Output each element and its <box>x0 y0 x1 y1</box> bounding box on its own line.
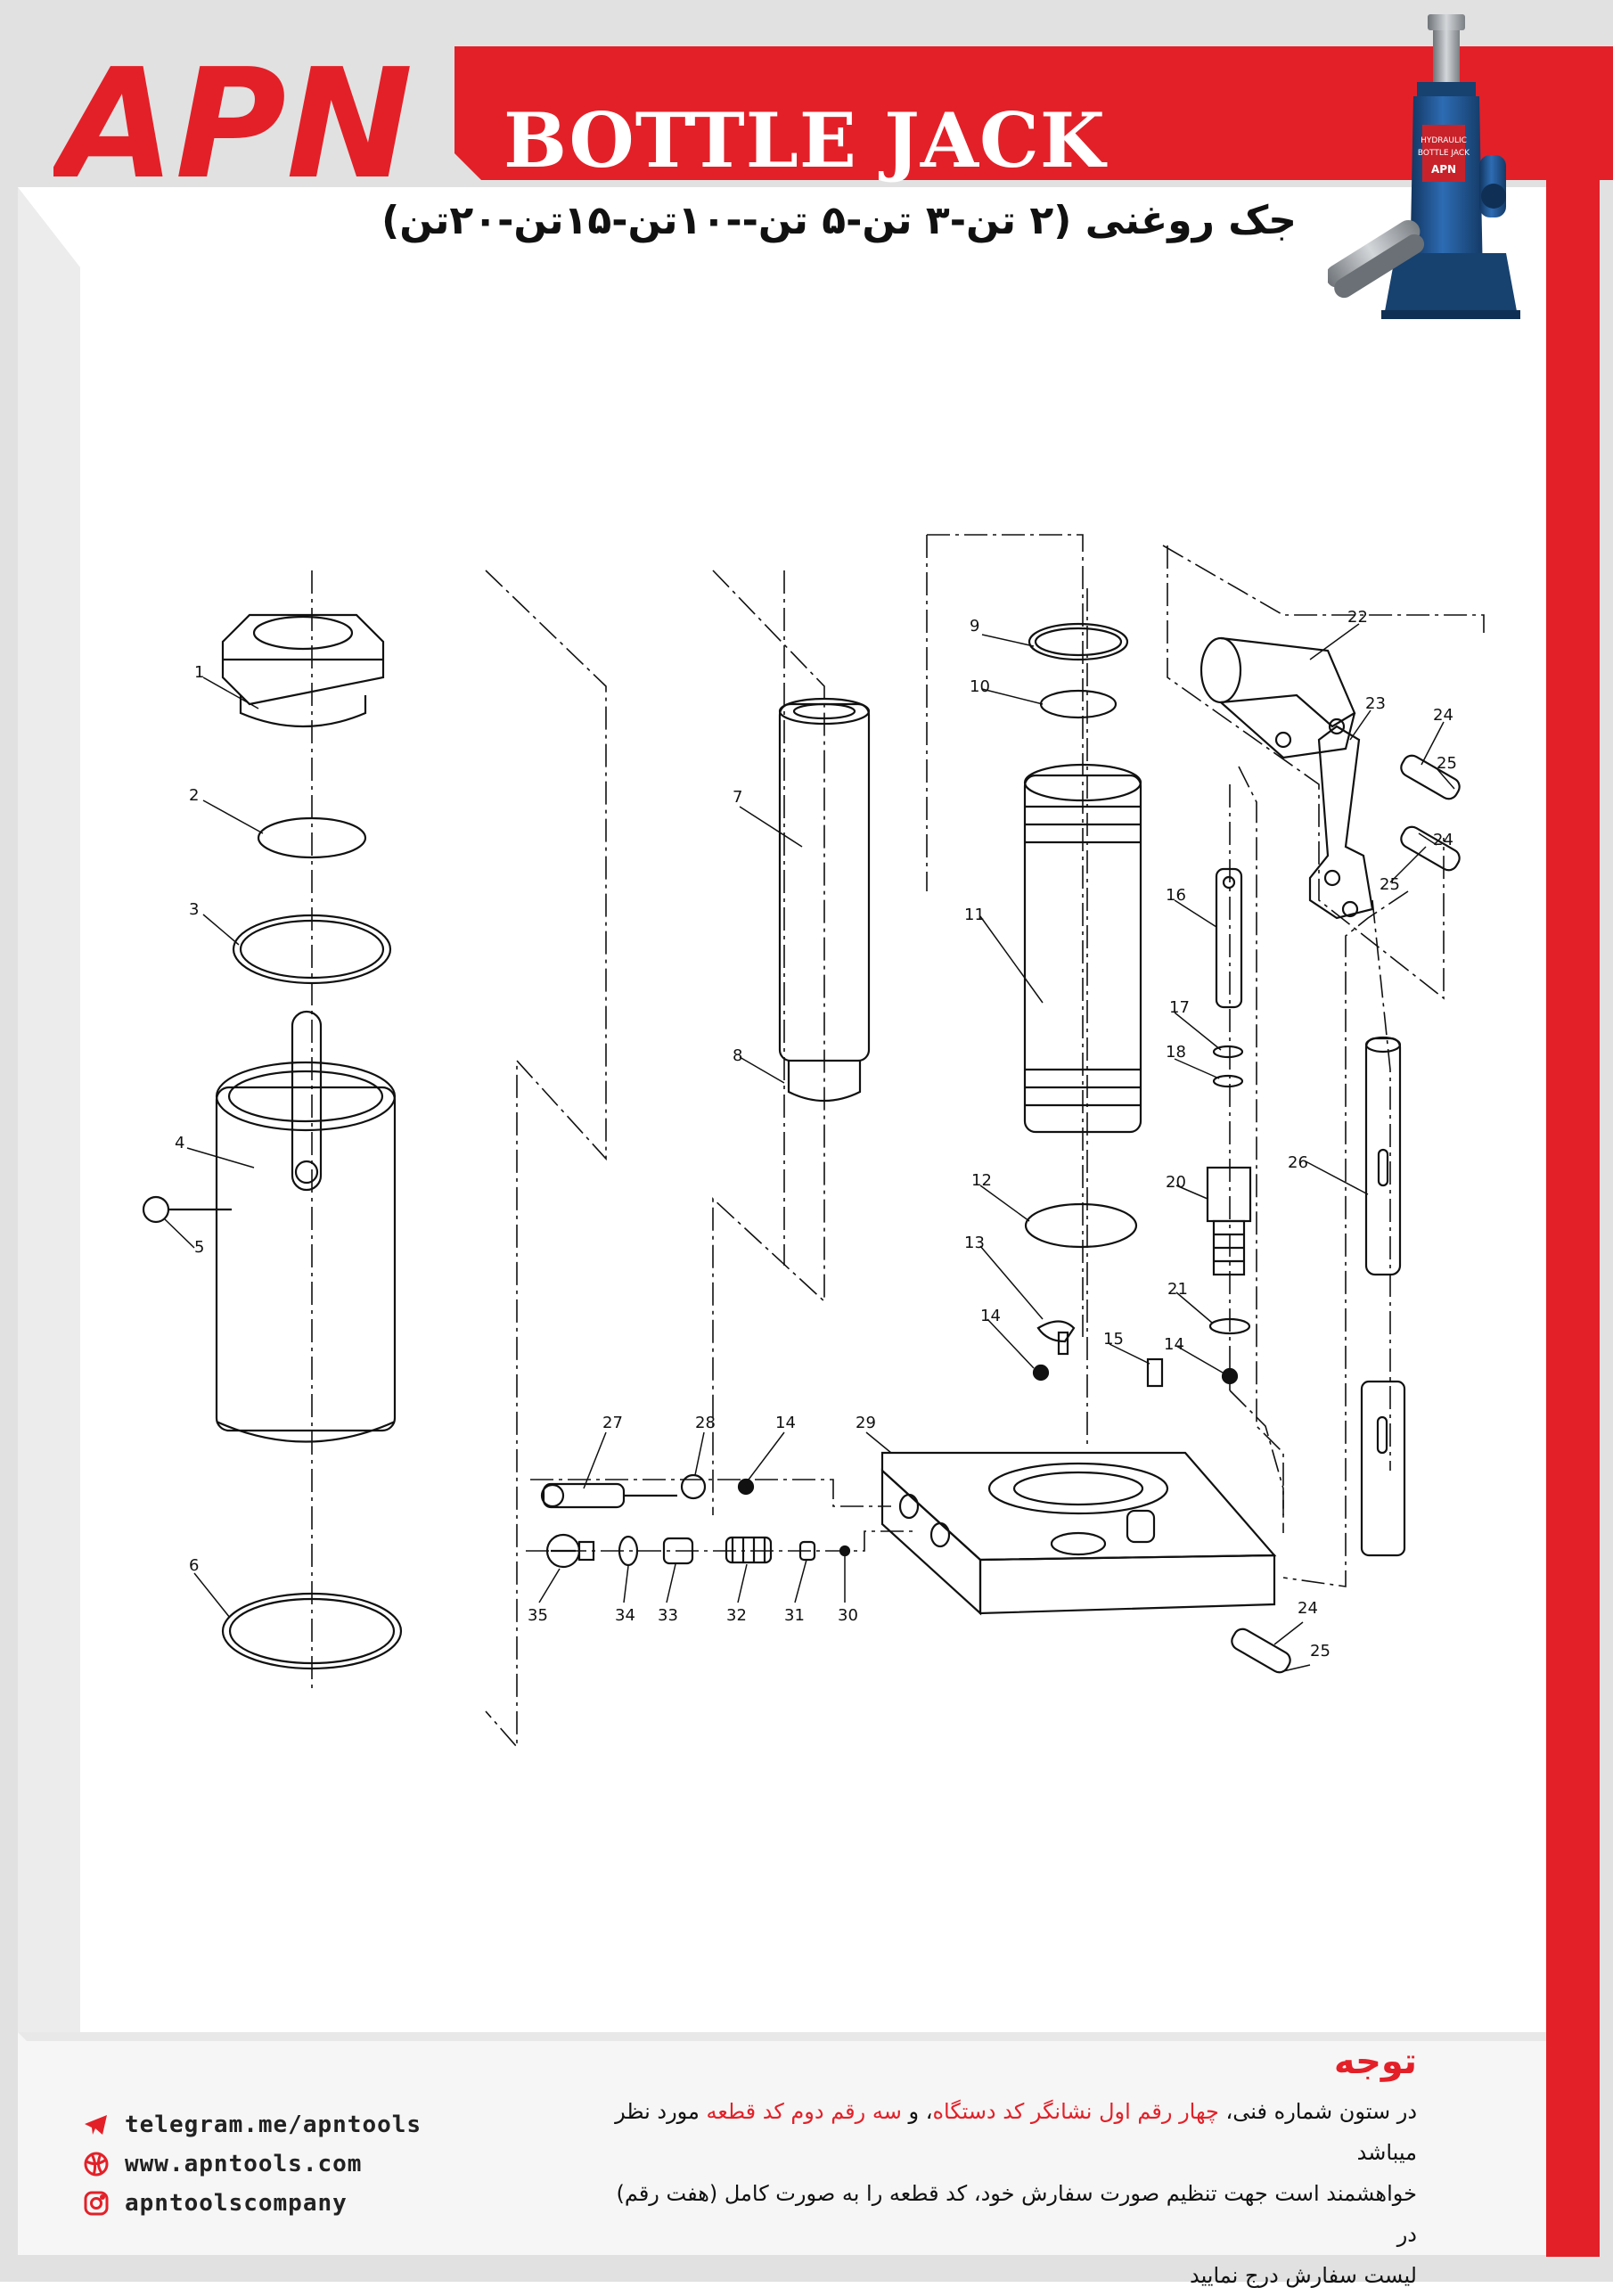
label-part-25c: 25 <box>1310 1642 1331 1660</box>
label-part-14b: 14 <box>1164 1335 1184 1354</box>
label-part-24c: 24 <box>1298 1599 1318 1618</box>
label-part-1: 1 <box>194 663 204 682</box>
assembly-dashdot-lines <box>311 534 1485 1750</box>
part-28-nut <box>680 1473 707 1500</box>
part-29-base <box>880 1451 1277 1616</box>
note-line-3: لیست سفارش درج نمایید <box>1189 2263 1417 2288</box>
part-7-piston <box>778 697 871 1103</box>
label-part-28: 28 <box>695 1414 716 1432</box>
label-part-25b: 25 <box>1380 875 1400 894</box>
note-title: توجه <box>1333 2041 1417 2082</box>
label-part-27: 27 <box>602 1414 623 1432</box>
label-part-24: 24 <box>1433 706 1453 725</box>
part-17-18-seals <box>1212 1045 1244 1088</box>
label-part-26: 26 <box>1288 1153 1308 1172</box>
globe-icon <box>80 2148 112 2180</box>
label-part-24b: 24 <box>1433 831 1453 849</box>
part-26-handle <box>1360 1036 1406 1557</box>
label-part-29: 29 <box>856 1414 876 1432</box>
label-part-2: 2 <box>189 786 199 805</box>
logo-text: APN <box>53 43 410 203</box>
part-2-oring <box>257 816 367 859</box>
label-part-4: 4 <box>175 1134 184 1152</box>
part-3-seal <box>232 914 392 985</box>
title-band <box>454 46 1613 180</box>
note-text: در ستون شماره فنی، چهار رقم اول نشانگر ک… <box>615 2091 1417 2296</box>
exploded-parts-diagram: 1 2 3 4 5 6 7 8 9 10 11 12 13 14 15 16 1… <box>142 534 1485 1750</box>
part-20-pump <box>1206 1166 1252 1276</box>
part-22-lever <box>1200 636 1356 759</box>
title-persian: جک روغنی (۲ تن-۳ تن-۵ تن--۱۰تن-۱۵تن-۲۰تن… <box>381 198 1297 243</box>
contact-telegram[interactable]: telegram.me/apntools <box>80 2105 422 2144</box>
label-part-3: 3 <box>189 900 199 919</box>
label-part-18: 18 <box>1166 1043 1186 1062</box>
label-part-30: 30 <box>838 1606 858 1625</box>
label-part-15: 15 <box>1103 1330 1124 1349</box>
instagram-icon <box>80 2187 112 2219</box>
label-part-13: 13 <box>964 1234 985 1252</box>
label-part-6: 6 <box>189 1556 199 1575</box>
right-red-band <box>1546 46 1600 2257</box>
part-27-release-screw <box>540 1482 677 1509</box>
bottle-jack-photo: HYDRAULIC BOTTLE JACK APN <box>1328 14 1520 319</box>
label-part-11: 11 <box>964 906 985 924</box>
part-5-screw <box>142 1195 232 1224</box>
label-part-34: 34 <box>615 1606 635 1625</box>
label-part-20: 20 <box>1166 1173 1186 1192</box>
title-english: BOTTLE JACK <box>504 96 1106 184</box>
part-10-seal <box>1039 689 1118 719</box>
note-line-1: در ستون شماره فنی، چهار رقم اول نشانگر ک… <box>615 2099 1417 2165</box>
label-part-16: 16 <box>1166 886 1186 905</box>
part-24-25-pins <box>1231 754 1461 1674</box>
part-30-35-valve-parts <box>545 1533 851 1569</box>
label-part-8: 8 <box>733 1046 742 1065</box>
svg-text:APN: APN <box>1431 163 1456 176</box>
label-part-33: 33 <box>658 1606 678 1625</box>
part-6-ring <box>221 1592 403 1670</box>
label-part-31: 31 <box>784 1606 805 1625</box>
part-12-ring <box>1024 1202 1138 1249</box>
label-part-22: 22 <box>1347 608 1368 627</box>
note-line-2: خواهشمند است جهت تنظیم صورت سفارش خود، ک… <box>616 2181 1418 2247</box>
leader-lines <box>164 623 1455 1672</box>
contact-website[interactable]: www.apntools.com <box>80 2144 422 2184</box>
contact-list: telegram.me/apntools www.apntools.com ap… <box>80 2105 422 2223</box>
part-13-valve <box>1036 1320 1076 1356</box>
label-part-32: 32 <box>726 1606 747 1625</box>
apn-logo: APN <box>53 43 410 203</box>
part-14-ball <box>737 1364 1239 1496</box>
contact-instagram[interactable]: apntoolscompany <box>80 2184 422 2223</box>
label-part-14c: 14 <box>775 1414 796 1432</box>
label-part-10: 10 <box>970 677 990 696</box>
label-part-21: 21 <box>1167 1280 1188 1299</box>
part-9-ring <box>1028 622 1129 661</box>
part-21-seal <box>1208 1317 1251 1335</box>
svg-text:BOTTLE JACK: BOTTLE JACK <box>1418 149 1470 158</box>
part-16-pin <box>1215 867 1243 1009</box>
label-part-7: 7 <box>733 788 742 807</box>
part-1-nut <box>221 613 385 728</box>
part-15-spring <box>1146 1357 1164 1388</box>
label-part-35: 35 <box>528 1606 548 1625</box>
label-part-9: 9 <box>970 617 979 636</box>
label-part-12: 12 <box>971 1171 992 1190</box>
label-part-25: 25 <box>1437 754 1457 773</box>
part-11-cylinder <box>1023 763 1142 1134</box>
part-4-reservoir <box>215 1010 397 1443</box>
label-part-17: 17 <box>1169 998 1190 1017</box>
label-part-5: 5 <box>194 1238 204 1257</box>
label-part-23: 23 <box>1365 694 1386 713</box>
svg-text:HYDRAULIC: HYDRAULIC <box>1421 136 1467 145</box>
part-23-link <box>1308 725 1374 920</box>
telegram-icon <box>80 2109 112 2141</box>
part-number-labels: 1 2 3 4 5 6 7 8 9 10 11 12 13 14 15 16 1… <box>175 608 1457 1660</box>
label-part-14: 14 <box>980 1307 1001 1325</box>
